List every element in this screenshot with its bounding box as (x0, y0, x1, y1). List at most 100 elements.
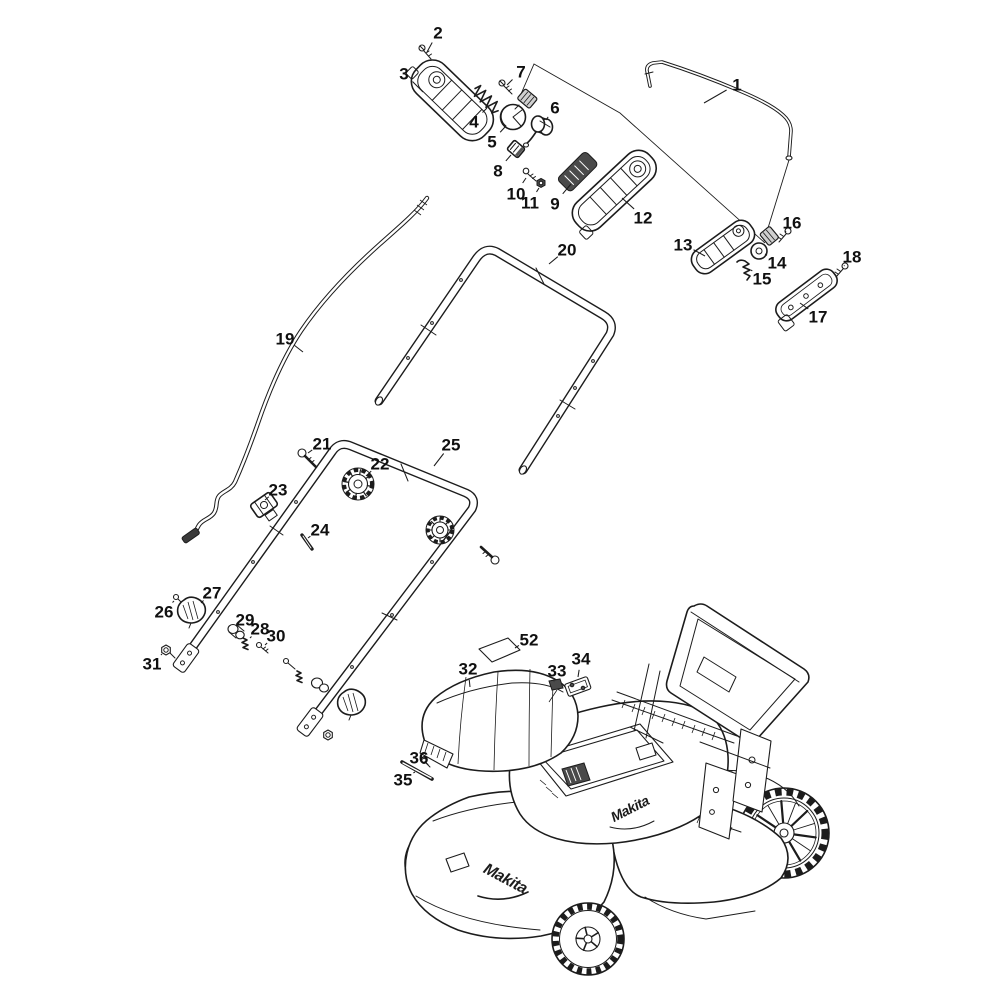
callout-leader-18 (843, 265, 845, 267)
knob-right (425, 515, 455, 545)
callout-18: 18 (843, 248, 862, 267)
callout-leader-9 (562, 183, 572, 195)
callout-leader-19 (294, 344, 304, 353)
spring-part-15 (736, 259, 751, 281)
switch-housing-part-12 (571, 149, 658, 240)
callout-33: 33 (548, 662, 567, 681)
callout-21: 21 (313, 435, 332, 454)
callout-7: 7 (516, 63, 525, 82)
label-plate-part-9 (557, 151, 598, 192)
callout-leader-6 (545, 116, 549, 121)
callout-16: 16 (783, 214, 802, 233)
callout-29: 29 (236, 611, 255, 630)
pin-part-24 (300, 533, 314, 551)
callout-22: 22 (371, 455, 390, 474)
callout-32: 32 (459, 660, 478, 679)
callout-leader-2 (426, 42, 433, 53)
callout-leader-28 (249, 636, 252, 639)
knob-part-22 (341, 467, 375, 501)
callout-leader-7 (506, 79, 513, 86)
callout-34: 34 (572, 650, 591, 669)
bracket-part-13 (690, 219, 756, 275)
callout-10: 10 (507, 185, 526, 204)
callout-19: 19 (276, 330, 295, 349)
callout-8: 8 (493, 162, 502, 181)
callout-leader-21 (307, 449, 313, 454)
logo-underline-motor (609, 820, 655, 830)
callout-leader-26 (172, 600, 175, 603)
callout-20: 20 (558, 241, 577, 260)
callout-leader-16 (784, 230, 787, 233)
front-wheel (551, 902, 625, 976)
upper-handle-part-20 (374, 245, 616, 475)
callout-27: 27 (203, 584, 222, 603)
callout-11: 11 (521, 194, 539, 213)
callout-6: 6 (550, 99, 559, 118)
spring-part-4 (473, 84, 499, 114)
screw-part-7 (498, 79, 513, 95)
callout-leader-4 (482, 107, 488, 113)
spring-part-28 (241, 637, 249, 651)
screw-part-2 (418, 44, 432, 60)
bolt-part-31 (161, 644, 176, 659)
callout-52: 52 (520, 631, 539, 650)
cable-part-19 (181, 195, 430, 544)
lock-lever-part-27 (176, 596, 207, 629)
callout-14: 14 (768, 254, 787, 273)
callout-leader-52 (514, 645, 520, 649)
callout-26: 26 (155, 603, 174, 622)
lower-handle-part-25 (172, 440, 478, 737)
callout-leader-3 (412, 81, 424, 93)
callout-numbers: 1234567891011121314151617181920212223242… (143, 24, 862, 790)
callout-2: 2 (433, 24, 442, 43)
label-sheet-part-52 (478, 637, 521, 663)
switch-lever-part-5 (499, 88, 538, 131)
pivot-part-6 (522, 115, 554, 148)
callout-leader-15 (750, 269, 753, 272)
callout-leader-25 (433, 453, 445, 467)
terminal-plate-part-34 (564, 676, 592, 697)
callout-leader-35 (413, 771, 416, 774)
callout-23: 23 (269, 481, 288, 500)
logo-underline-deck (477, 891, 529, 900)
handle-mount-bracket (698, 728, 772, 840)
hinge-frame-rails (611, 663, 738, 744)
callout-leader-10 (522, 177, 527, 184)
callout-leader-13 (693, 249, 706, 257)
callout-15: 15 (753, 270, 772, 289)
callout-30: 30 (267, 627, 286, 646)
callout-leader-23 (264, 496, 270, 501)
callout-leader-5 (499, 126, 506, 133)
callout-leader-36 (424, 761, 429, 766)
callout-17: 17 (809, 308, 828, 327)
bushing-part-29 (227, 623, 245, 640)
callout-leader-32 (468, 679, 471, 688)
callout-leader-11 (536, 187, 540, 193)
callout-leader-lines (160, 42, 845, 774)
bolt-part-21 (297, 448, 318, 469)
assembly-reference-line (520, 63, 766, 244)
block-part-8 (506, 139, 526, 159)
screw-part-10 (522, 167, 537, 182)
callout-31: 31 (143, 655, 162, 674)
callout-4: 4 (469, 113, 479, 132)
lever-part-14 (750, 226, 779, 260)
rod-part-35 (400, 760, 434, 781)
callout-13: 13 (674, 236, 693, 255)
callout-9: 9 (550, 195, 559, 214)
callout-24: 24 (311, 521, 330, 540)
callout-leader-12 (621, 197, 635, 210)
nut-part-11 (536, 177, 546, 188)
bail-rod-part-1 (644, 60, 793, 161)
callout-leader-31 (160, 653, 163, 656)
clip-part-33 (548, 678, 564, 703)
callout-1: 1 (732, 76, 741, 95)
callout-35: 35 (394, 771, 413, 790)
callout-leader-8 (505, 154, 512, 162)
right-leg-hardware (282, 657, 367, 741)
callout-leader-34 (577, 669, 580, 678)
callout-5: 5 (487, 133, 496, 152)
callout-3: 3 (399, 65, 408, 84)
